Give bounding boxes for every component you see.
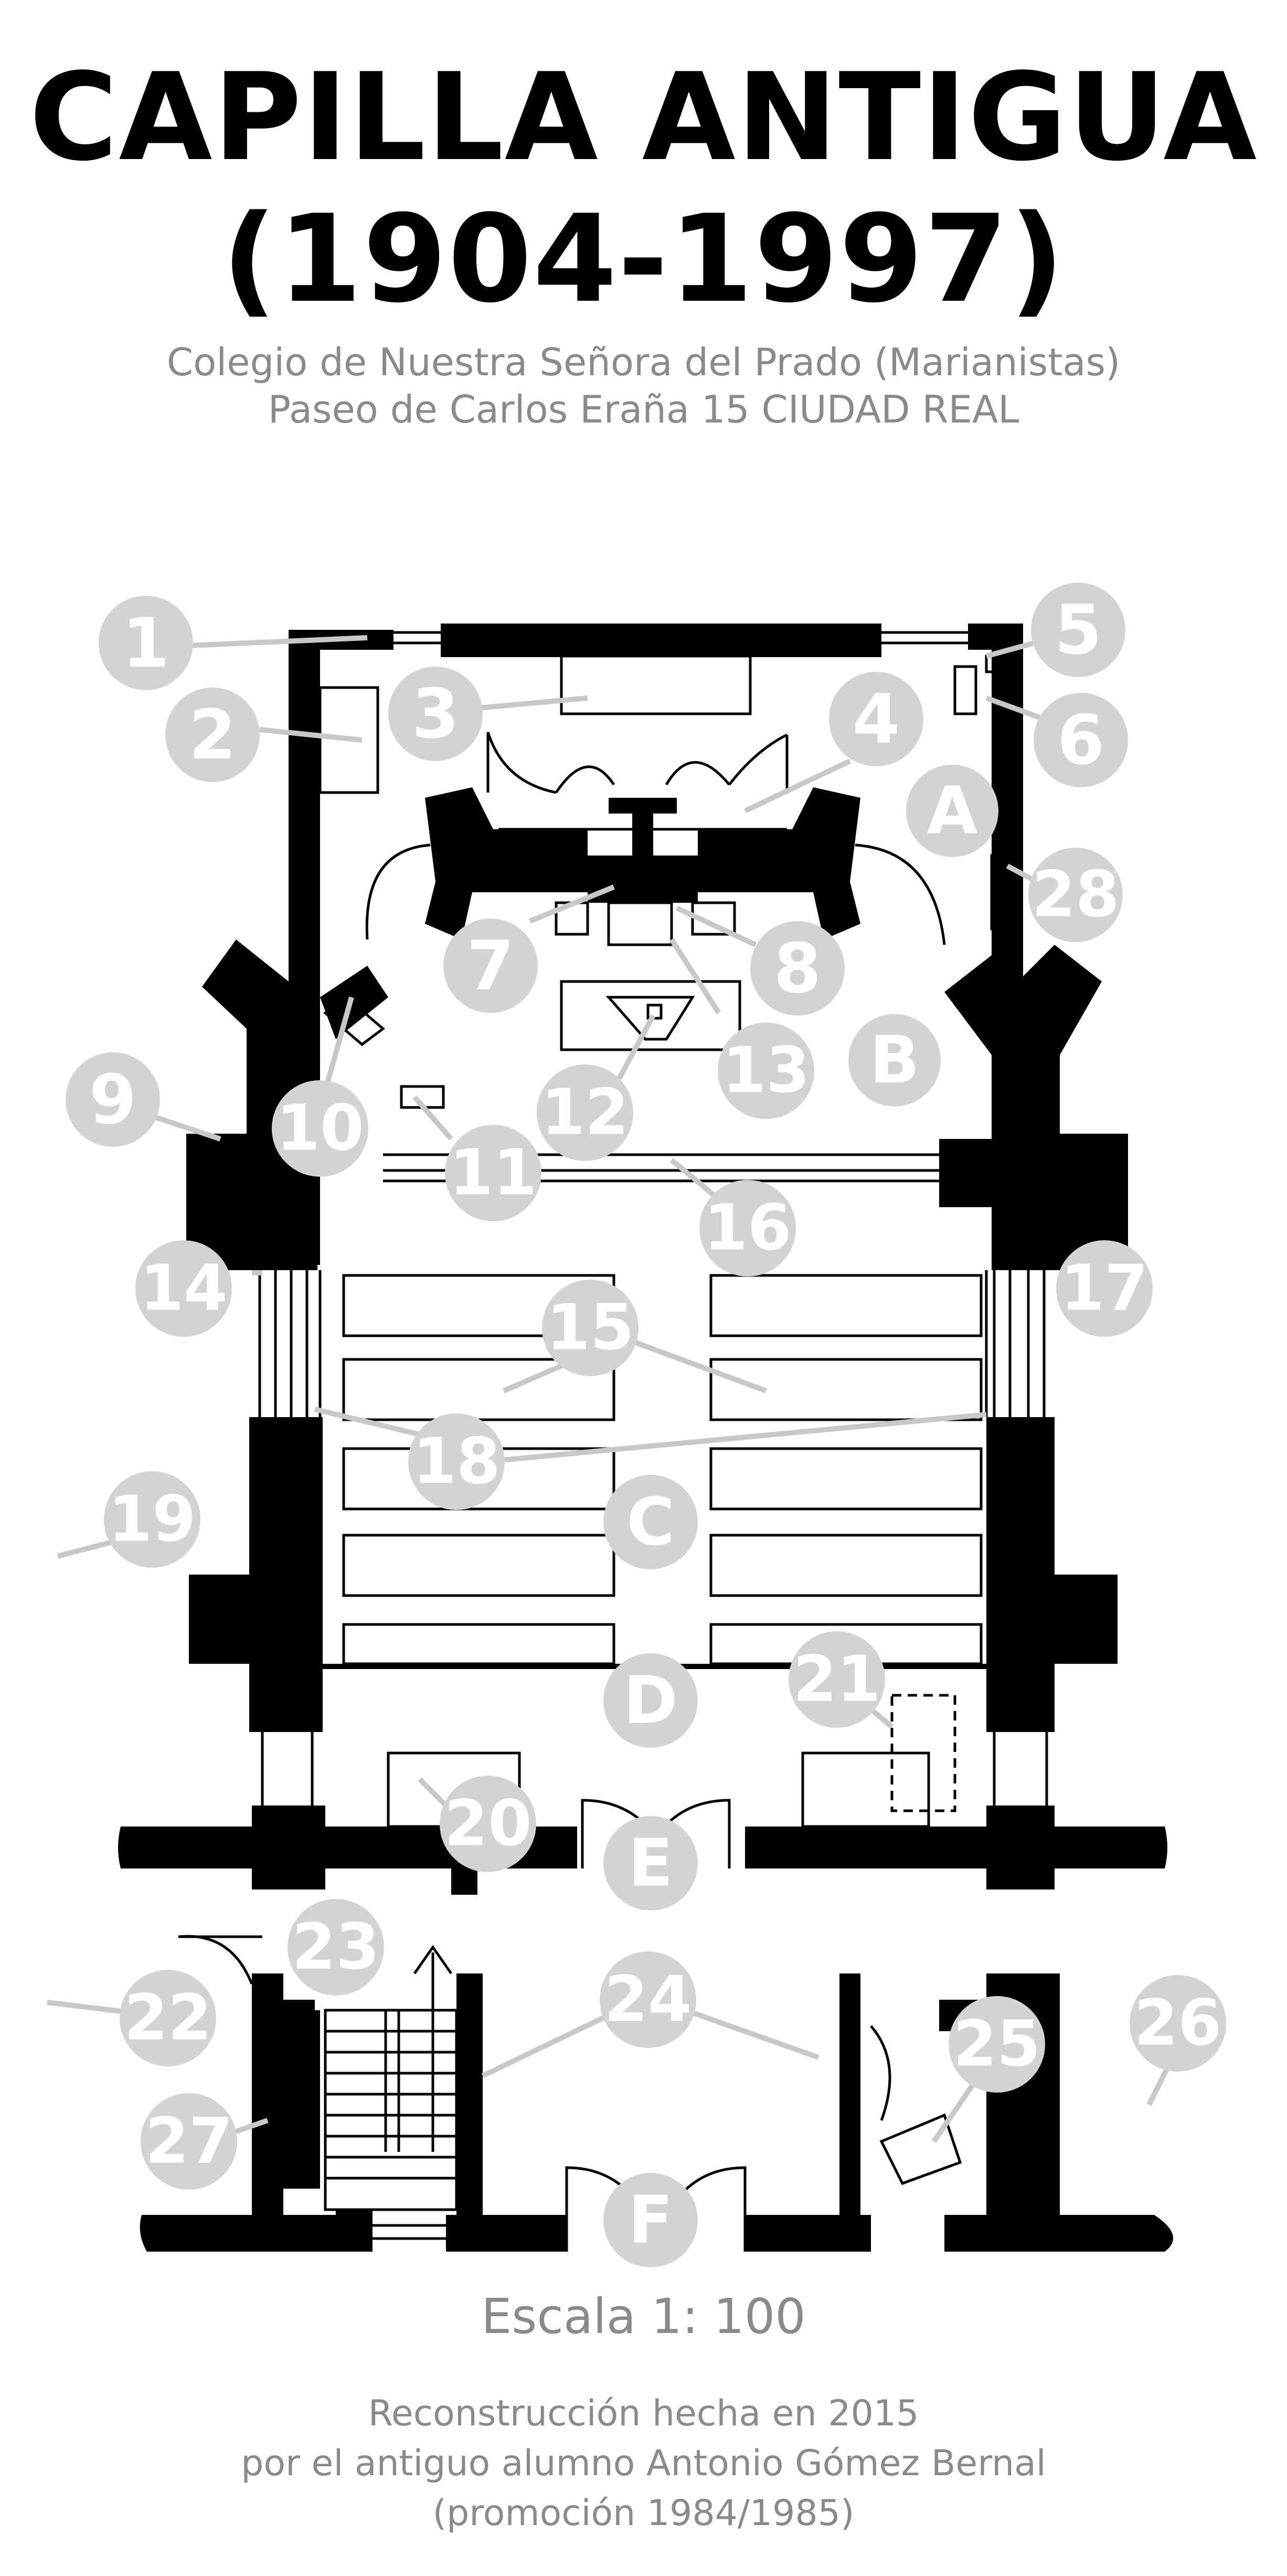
marker-4: 4 [829, 672, 923, 766]
marker-21: 21 [789, 1631, 885, 1728]
credit-line-3: (promoción 1984/1985) [432, 2493, 855, 2534]
credit-line-2: por el antiguo alumno Antonio Gómez Bern… [241, 2443, 1046, 2484]
marker-26: 26 [1130, 1975, 1226, 2072]
svg-text:8: 8 [774, 928, 821, 1008]
pews [342, 1274, 983, 1665]
marker-B: B [848, 1014, 941, 1106]
scale-label: Escala 1: 100 [481, 2288, 806, 2345]
markers: 1 2 3 4 5 6 A 28 7 8 13 B 9 10 11 12 16 … [66, 583, 1226, 2267]
svg-text:15: 15 [547, 1292, 634, 1365]
marker-20: 20 [440, 1776, 536, 1872]
svg-text:12: 12 [541, 1076, 629, 1149]
marker-10: 10 [272, 1080, 368, 1177]
svg-text:9: 9 [89, 1060, 136, 1139]
svg-text:1: 1 [122, 603, 169, 683]
svg-text:18: 18 [413, 1426, 501, 1498]
marker-28: 28 [1028, 848, 1123, 942]
svg-text:6: 6 [1057, 700, 1104, 780]
svg-text:23: 23 [292, 1911, 380, 1984]
marker-6: 6 [1034, 693, 1128, 787]
subtitle-line-2: Paseo de Carlos Eraña 15 CIUDAD REAL [268, 387, 1019, 431]
marker-14: 14 [135, 1240, 232, 1337]
marker-19: 19 [104, 1471, 200, 1568]
marker-12: 12 [537, 1064, 633, 1161]
svg-text:C: C [626, 1484, 675, 1560]
marker-A: A [906, 765, 998, 857]
svg-text:B: B [869, 1022, 919, 1099]
marker-16: 16 [699, 1180, 796, 1276]
svg-text:27: 27 [145, 2105, 233, 2178]
svg-text:3: 3 [412, 674, 459, 754]
svg-text:11: 11 [450, 1137, 537, 1210]
svg-text:25: 25 [953, 2008, 1041, 2081]
svg-text:E: E [628, 1825, 673, 1902]
svg-text:F: F [628, 2182, 673, 2258]
marker-22: 22 [120, 1970, 216, 2066]
marker-E: E [603, 1816, 698, 1910]
svg-text:16: 16 [704, 1192, 792, 1265]
marker-13: 13 [718, 1022, 814, 1119]
svg-text:2: 2 [189, 695, 236, 775]
svg-text:17: 17 [1061, 1252, 1148, 1325]
marker-18: 18 [408, 1413, 505, 1510]
svg-text:14: 14 [140, 1252, 228, 1325]
marker-11: 11 [445, 1125, 541, 1221]
svg-text:21: 21 [793, 1643, 881, 1716]
marker-17: 17 [1056, 1240, 1153, 1337]
svg-text:28: 28 [1032, 859, 1120, 932]
marker-24: 24 [600, 1951, 696, 2048]
credit-line-1: Reconstrucción hecha en 2015 [368, 2393, 919, 2434]
title-line-1: CAPILLA ANTIGUA [29, 48, 1258, 188]
marker-D: D [603, 1653, 698, 1748]
svg-text:10: 10 [276, 1092, 364, 1165]
marker-5: 5 [1031, 583, 1125, 677]
svg-text:7: 7 [467, 926, 514, 1006]
marker-1: 1 [99, 596, 193, 690]
svg-text:26: 26 [1134, 1987, 1222, 2060]
marker-7: 7 [443, 919, 538, 1013]
svg-text:5: 5 [1055, 590, 1102, 670]
marker-8: 8 [750, 921, 845, 1016]
svg-text:20: 20 [444, 1788, 532, 1861]
marker-F: F [603, 2173, 698, 2267]
svg-text:22: 22 [124, 1982, 212, 2055]
marker-2: 2 [165, 688, 260, 782]
svg-text:D: D [623, 1663, 678, 1739]
marker-15: 15 [542, 1280, 639, 1376]
svg-text:13: 13 [722, 1034, 810, 1107]
title-line-2: (1904-1997) [221, 189, 1066, 330]
svg-text:4: 4 [853, 679, 900, 759]
svg-text:24: 24 [604, 1963, 692, 2036]
marker-23: 23 [288, 1899, 384, 1996]
marker-27: 27 [141, 2093, 237, 2190]
svg-text:19: 19 [109, 1483, 196, 1556]
marker-9: 9 [66, 1052, 160, 1147]
svg-text:A: A [927, 773, 978, 849]
marker-C: C [603, 1475, 698, 1569]
marker-25: 25 [949, 1996, 1045, 2093]
subtitle-line-1: Colegio de Nuestra Señora del Prado (Mar… [166, 340, 1121, 384]
marker-3: 3 [388, 667, 483, 761]
